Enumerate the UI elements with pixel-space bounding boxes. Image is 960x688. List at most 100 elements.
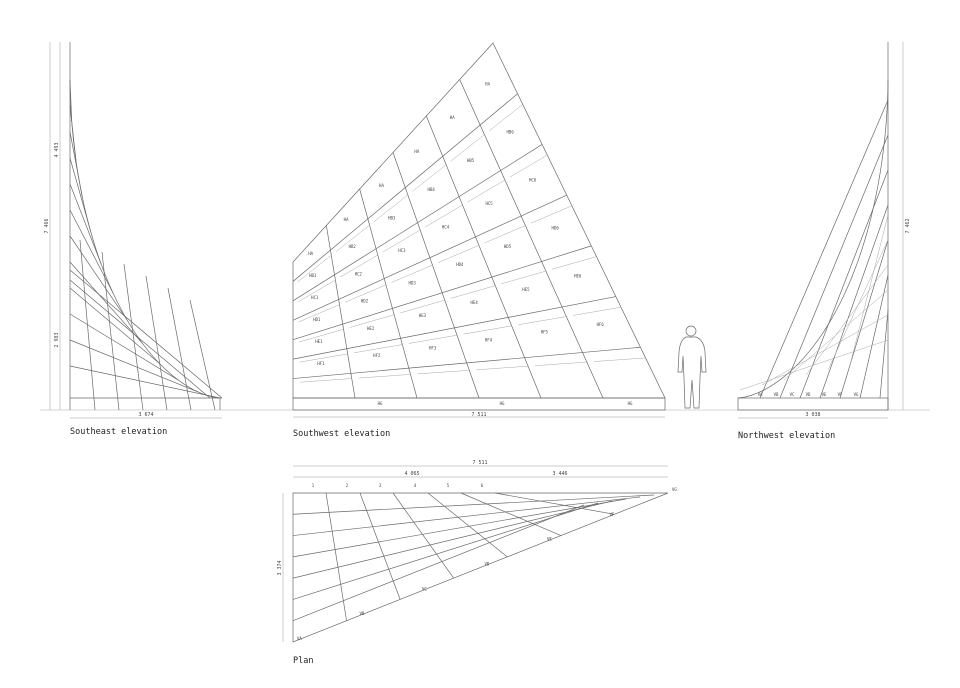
- panel-label: HA: [414, 149, 419, 154]
- lattice-line: [79, 239, 96, 411]
- lattice-line: [859, 274, 889, 399]
- panel-shelf-line: [450, 134, 485, 162]
- lattice-line: [69, 287, 160, 364]
- panel-shelf-line: [298, 329, 344, 343]
- lattice-line: [69, 157, 92, 232]
- lattice-line: [761, 314, 889, 386]
- panel-shelf-line: [450, 285, 496, 299]
- lattice-line: [69, 79, 73, 122]
- plan-column-line: [460, 492, 561, 536]
- panel-shelf-line: [488, 104, 523, 132]
- plan-row-line: [292, 498, 627, 558]
- panel-shelf-line: [501, 270, 546, 285]
- southwest-caption: Southwest elevation: [293, 429, 390, 439]
- panel-label: HA: [344, 217, 349, 222]
- plan-column-label: 6: [481, 483, 484, 488]
- plan-edge-label: VB: [360, 611, 365, 616]
- panel-shelf-line: [476, 365, 529, 371]
- plan-column-label: 5: [447, 483, 450, 488]
- panel-shelf-line: [340, 254, 378, 278]
- base-label: VB: [774, 392, 779, 397]
- southeast-caption: Southeast elevation: [70, 427, 167, 437]
- panel-label: HA: [308, 251, 313, 256]
- panel-shelf-line: [412, 164, 447, 192]
- lattice-line: [879, 309, 889, 399]
- height-dimension: 7 462: [905, 218, 911, 233]
- lattice-line: [779, 134, 889, 399]
- panel-shelf-line: [535, 361, 587, 366]
- panel-shelf-line: [572, 306, 622, 316]
- panel-shelf-line: [299, 353, 348, 363]
- diagonal-beam: [69, 279, 211, 399]
- panel-label: HF6: [597, 322, 605, 327]
- panel-label: HD1: [313, 317, 321, 322]
- panel-label: HF1: [317, 361, 325, 366]
- panel-label: HD5: [504, 244, 512, 249]
- panel-shelf-line: [374, 194, 409, 222]
- lattice-line: [827, 239, 889, 371]
- plan-edge-label: VC: [422, 586, 427, 591]
- panel-column-line: [426, 115, 542, 399]
- panel-column-line: [359, 188, 418, 399]
- panel-shelf-line: [467, 179, 506, 203]
- panel-shelf-line: [298, 304, 340, 323]
- panel-label: HD4: [456, 262, 464, 267]
- panel-shelf-line: [417, 370, 470, 375]
- base-label: VC: [790, 392, 795, 397]
- panel-row-line: [292, 144, 543, 302]
- lattice-line: [101, 251, 120, 411]
- lower-height-dimension: 2 983: [54, 332, 60, 347]
- panel-label: HC3: [398, 248, 406, 253]
- panel-row-line: [292, 346, 641, 379]
- curved-edge: [737, 79, 889, 399]
- panel-row-line: [292, 93, 518, 282]
- plan-edge-label: VF: [610, 512, 615, 517]
- plan-row-line: [292, 494, 655, 515]
- plan-column-line: [494, 492, 615, 515]
- panel-shelf-line: [349, 314, 395, 328]
- panel-label: HD3: [409, 280, 417, 285]
- plan-depth: 3 374: [277, 560, 283, 575]
- curved-edge: [69, 79, 221, 399]
- panel-shelf-line: [551, 256, 597, 270]
- panel-label: HB5: [467, 158, 475, 163]
- lattice-line: [839, 239, 889, 399]
- plan-column-line: [325, 492, 347, 621]
- panel-shelf-line: [509, 154, 548, 178]
- northwest-caption: Northwest elevation: [738, 431, 835, 441]
- panel-shelf-line: [593, 357, 646, 362]
- lattice-line: [69, 313, 179, 381]
- diagonal-beam: [69, 269, 223, 399]
- lattice-line: [189, 299, 216, 411]
- panel-row-line: [292, 245, 592, 341]
- panel-label: HC1: [311, 295, 319, 300]
- plan-caption: Plan: [293, 656, 313, 666]
- plan-column-line: [392, 492, 454, 579]
- panel-shelf-line: [530, 205, 572, 224]
- panel-label: HC5: [485, 201, 493, 206]
- panel-label: HB4: [428, 187, 436, 192]
- panel-shelf-line: [400, 299, 445, 314]
- lattice-line: [69, 235, 128, 320]
- plan-edge-label: VE: [547, 537, 552, 542]
- panel-row-line: [292, 296, 616, 360]
- panel-label: HF2: [373, 353, 381, 358]
- lattice-line: [69, 339, 199, 393]
- plan-edge-label: VG: [672, 487, 677, 492]
- panel-shelf-line: [354, 344, 403, 354]
- panel-label: HC6: [529, 178, 537, 183]
- plan-total-width: 7 511: [472, 460, 487, 466]
- panel-column-line: [392, 152, 480, 399]
- total-height-dimension: 7 466: [44, 218, 50, 233]
- panel-shelf-line: [484, 225, 526, 244]
- plan-row-line: [292, 496, 641, 536]
- base-label: HG: [500, 401, 505, 406]
- panel-label: HB1: [309, 273, 317, 278]
- panel-shelf-line: [463, 325, 512, 335]
- lattice-line: [69, 365, 221, 399]
- panel-row-line: [292, 194, 567, 321]
- panel-label: HC4: [442, 224, 450, 229]
